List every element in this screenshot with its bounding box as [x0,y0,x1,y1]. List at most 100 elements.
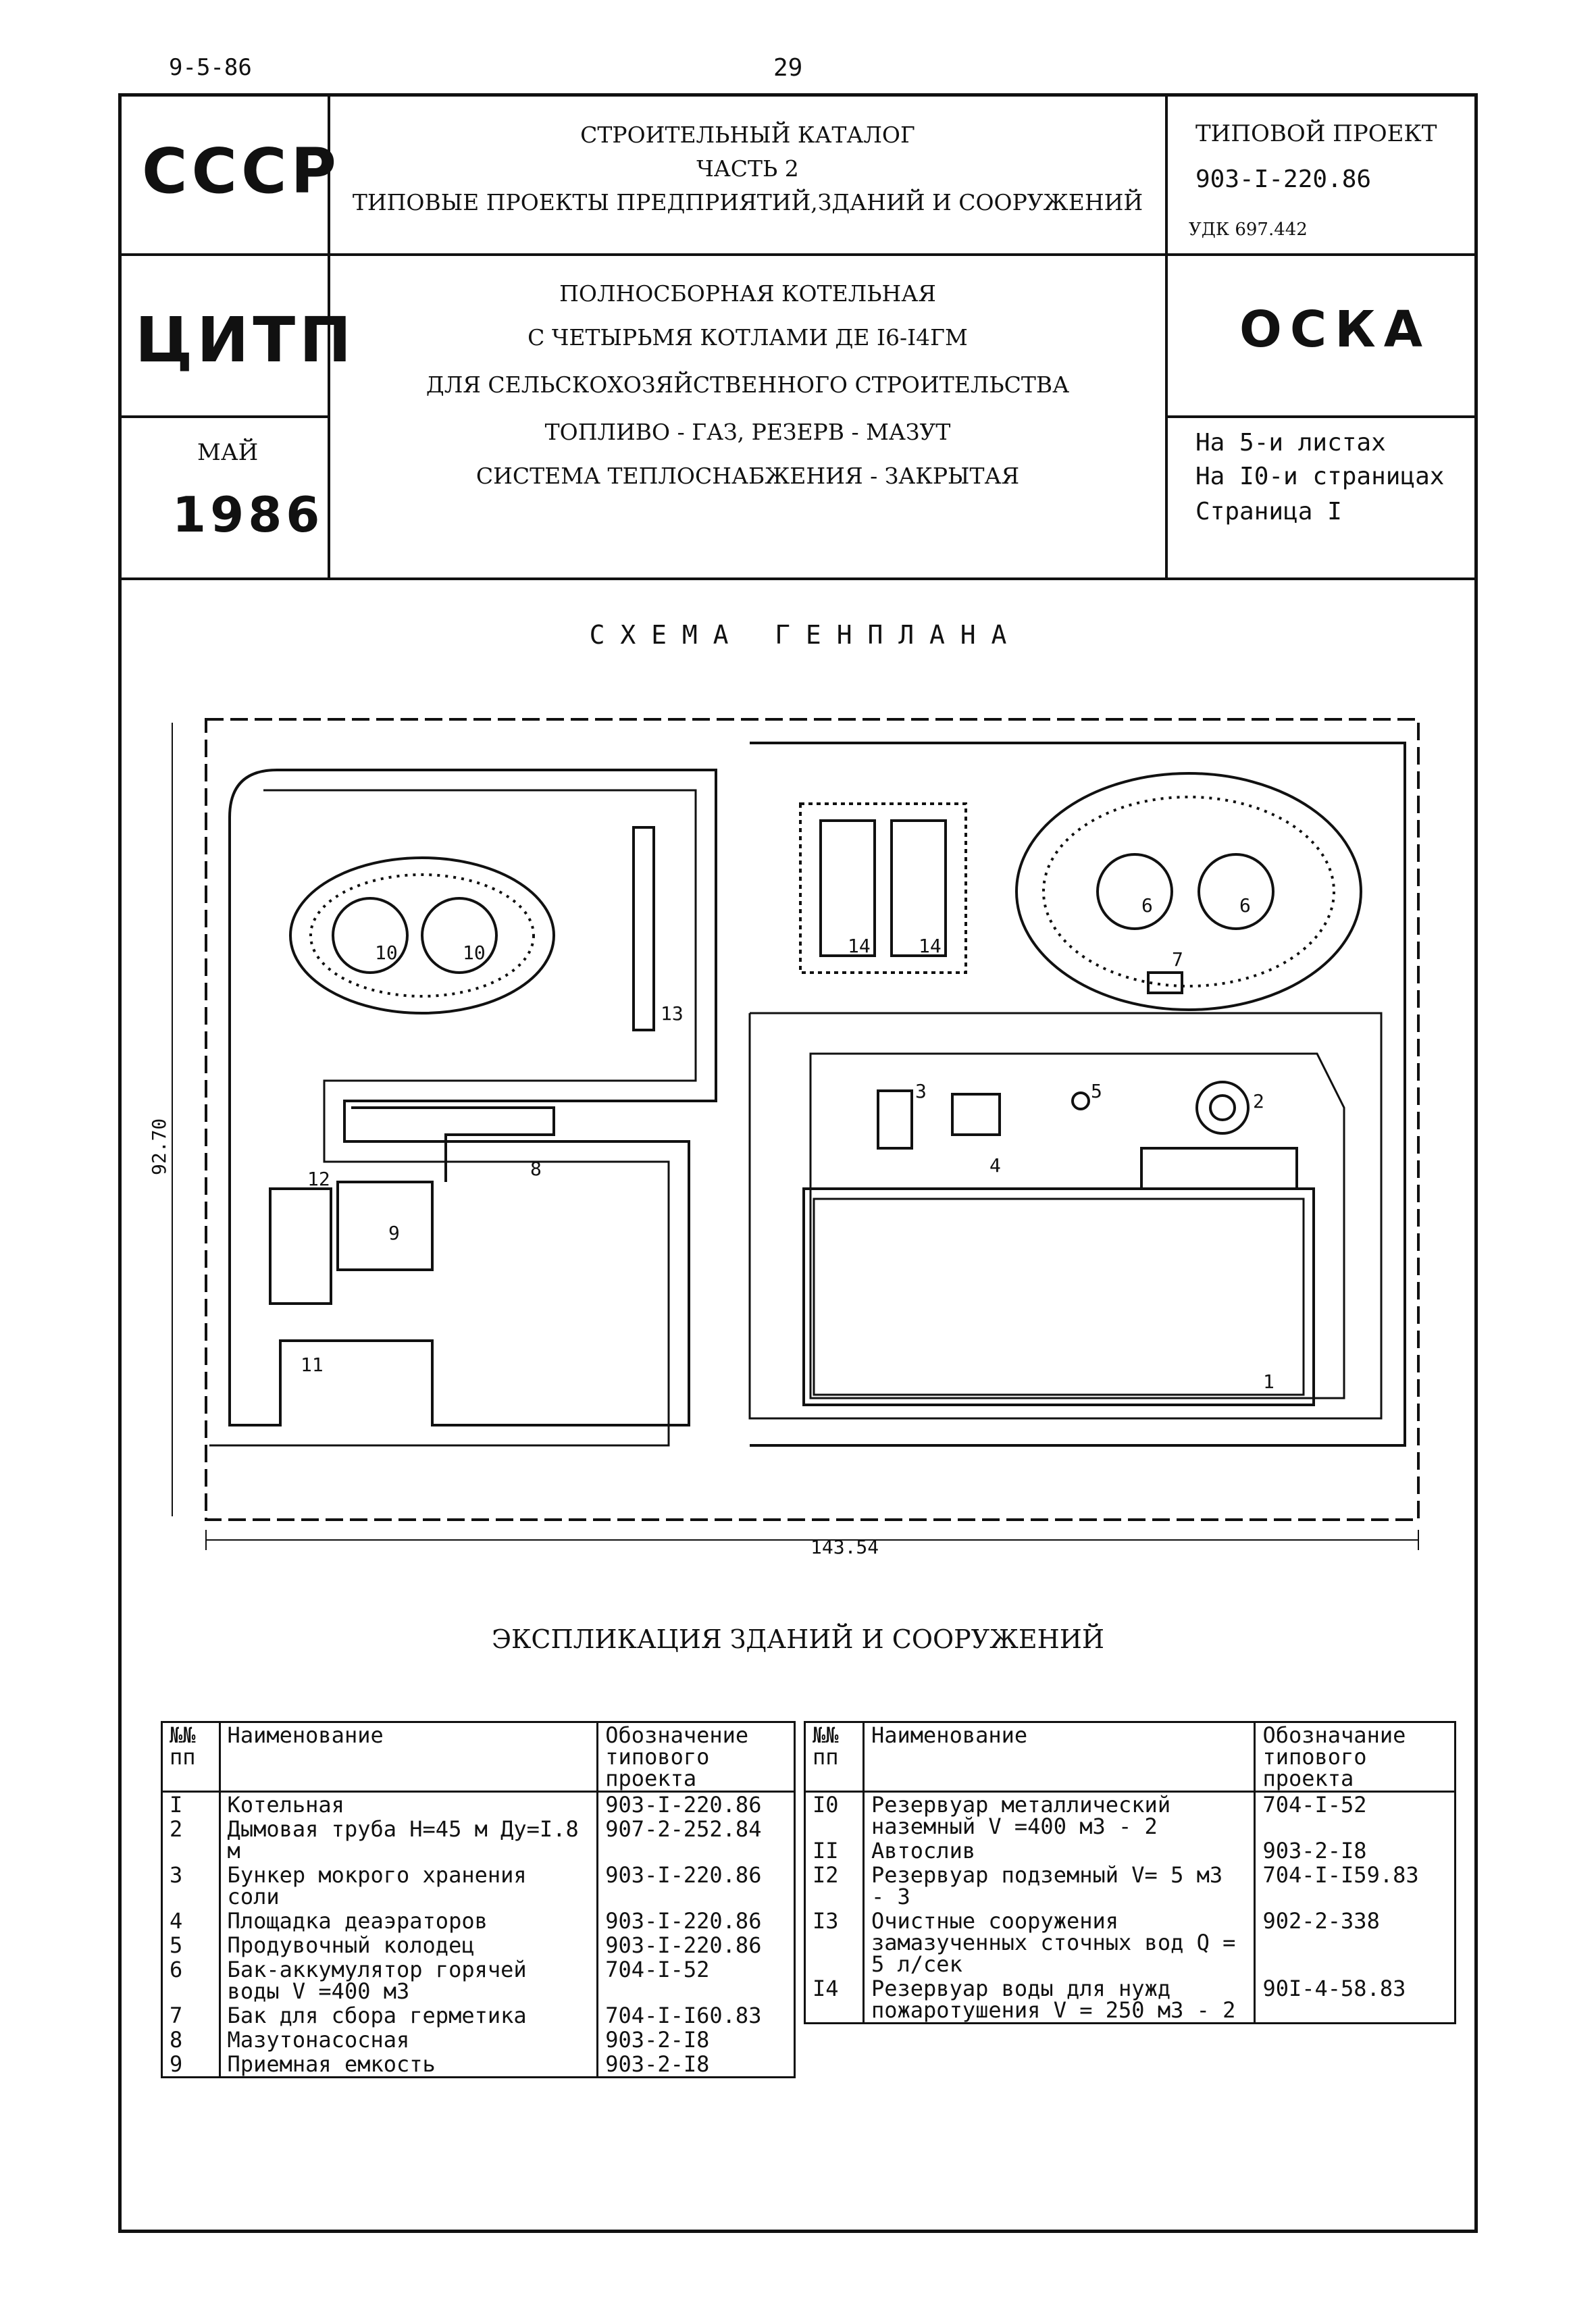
table-cell-name: Очистные сооружения замазученных сточных… [862,1909,1256,1976]
table-cell-code: 903-2-I8 [596,2028,796,2052]
label-14: 14 [919,935,942,957]
label-1: 1 [1263,1370,1275,1393]
table-cell-n: I [161,1791,221,1817]
label-10: 10 [375,942,398,964]
dimension-height: 92.70 [148,1119,170,1175]
dimension-width: 143.54 [810,1536,879,1558]
table-cell-n: I2 [804,1863,865,1909]
table-cell-name: Бункер мокрого хранения соли [218,1863,599,1909]
table-cell-name: Автослив [862,1839,1256,1863]
page-number: 29 [773,54,803,82]
label-10: 10 [463,942,486,964]
table-cell-name: Бак-аккумулятор горячей воды V =400 м3 [218,1957,599,2003]
chimney [1195,1081,1250,1135]
col-code: Обозначение типового проекта [596,1721,796,1793]
divider [328,93,330,579]
org-name: СССР [142,135,340,207]
project-title-line: ТОПЛИВО - ГАЗ, РЕЗЕРВ - МАЗУТ [544,419,951,445]
table-cell-code: 907-2-252.84 [596,1817,796,1863]
divider [1165,93,1168,579]
table-cell-n: 9 [161,2052,221,2078]
table-cell-name: Мазутонасосная [218,2028,599,2052]
issue-year: 1986 [172,486,324,543]
explication-table-right: №№ пп Наименование Обозначание типового … [804,1721,1456,2024]
table-cell-name: Бак для сбора герметика [218,2003,599,2028]
label-11: 11 [301,1354,324,1376]
label-7: 7 [1172,948,1183,971]
label-3: 3 [915,1080,927,1102]
table-cell-code: 704-I-I60.83 [596,2003,796,2028]
project-title-line: ПОЛНОСБОРНАЯ КОТЕЛЬНАЯ [559,280,936,307]
table-cell-name: Резервуар подземный V= 5 м3 - 3 [862,1863,1256,1909]
table-cell-code: 704-I-I59.83 [1254,1863,1456,1909]
table-cell-code: 704-I-52 [596,1957,796,2003]
table-cell-n: I4 [804,1976,865,2024]
project-label: ТИПОВОЙ ПРОЕКТ [1195,120,1437,147]
table-cell-code: 903-2-I8 [596,2052,796,2078]
page-count: На I0-и страницах [1195,463,1445,490]
label-5: 5 [1091,1080,1102,1102]
tank-6 [1096,853,1173,930]
issue-month: МАЙ [197,439,259,466]
col-name: Наименование [218,1721,599,1793]
col-name: Наименование [862,1721,1256,1793]
receiving-tank [336,1181,434,1271]
table-cell-code: 903-I-220.86 [596,1933,796,1957]
table-cell-name: Котельная [218,1791,599,1817]
table-cell-n: 7 [161,2003,221,2028]
table-cell-name: Приемная емкость [218,2052,599,2078]
col-code: Обозначание типового проекта [1254,1721,1456,1793]
tank-10 [332,897,409,974]
table-cell-n: I0 [804,1791,865,1839]
table-cell-n: 5 [161,1933,221,1957]
col-number: №№ пп [161,1721,221,1793]
sheet-count: На 5-и листах [1195,429,1386,457]
table-cell-code: 903-I-220.86 [596,1863,796,1909]
tank-6 [1198,853,1275,930]
divider [118,253,1478,256]
underground-tanks [269,1187,332,1305]
table-cell-code: 903-I-220.86 [596,1909,796,1933]
project-title-line: СИСТЕМА ТЕПЛОСНАБЖЕНИЯ - ЗАКРЫТАЯ [475,463,1020,489]
table-cell-code: 704-I-52 [1254,1791,1456,1839]
label-12: 12 [307,1168,330,1190]
label-2: 2 [1253,1090,1264,1112]
label-8: 8 [530,1158,542,1180]
udk-code: УДК 697.442 [1189,220,1308,240]
table-cell-n: 4 [161,1909,221,1933]
table-cell-code: 90I-4-58.83 [1254,1976,1456,2024]
catalog-line: ЧАСТЬ 2 [696,155,799,182]
divider [118,577,1478,580]
divider [118,415,329,418]
treatment-facility [632,826,655,1031]
table-cell-code: 903-2-I8 [1254,1839,1456,1863]
col-number: №№ пп [804,1721,865,1793]
label-14: 14 [848,935,871,957]
catalog-line: СТРОИТЕЛЬНЫЙ КАТАЛОГ [580,122,915,148]
explication-title: ЭКСПЛИКАЦИЯ ЗДАНИЙ И СООРУЖЕНИЙ [491,1624,1105,1654]
site-boundary [205,718,1420,1521]
label-13: 13 [661,1002,684,1025]
table-cell-n: 6 [161,1957,221,2003]
page-date: 9-5-86 [169,54,252,81]
table-cell-n: II [804,1839,865,1863]
fire-reservoirs [799,802,967,974]
label-6: 6 [1239,894,1251,917]
explication-table-left: №№ пп Наименование Обозначение типового … [161,1721,796,2078]
project-number: 903-I-220.86 [1195,165,1372,193]
label-9: 9 [388,1222,400,1244]
table-cell-code: 902-2-338 [1254,1909,1456,1976]
divider [1165,415,1478,418]
